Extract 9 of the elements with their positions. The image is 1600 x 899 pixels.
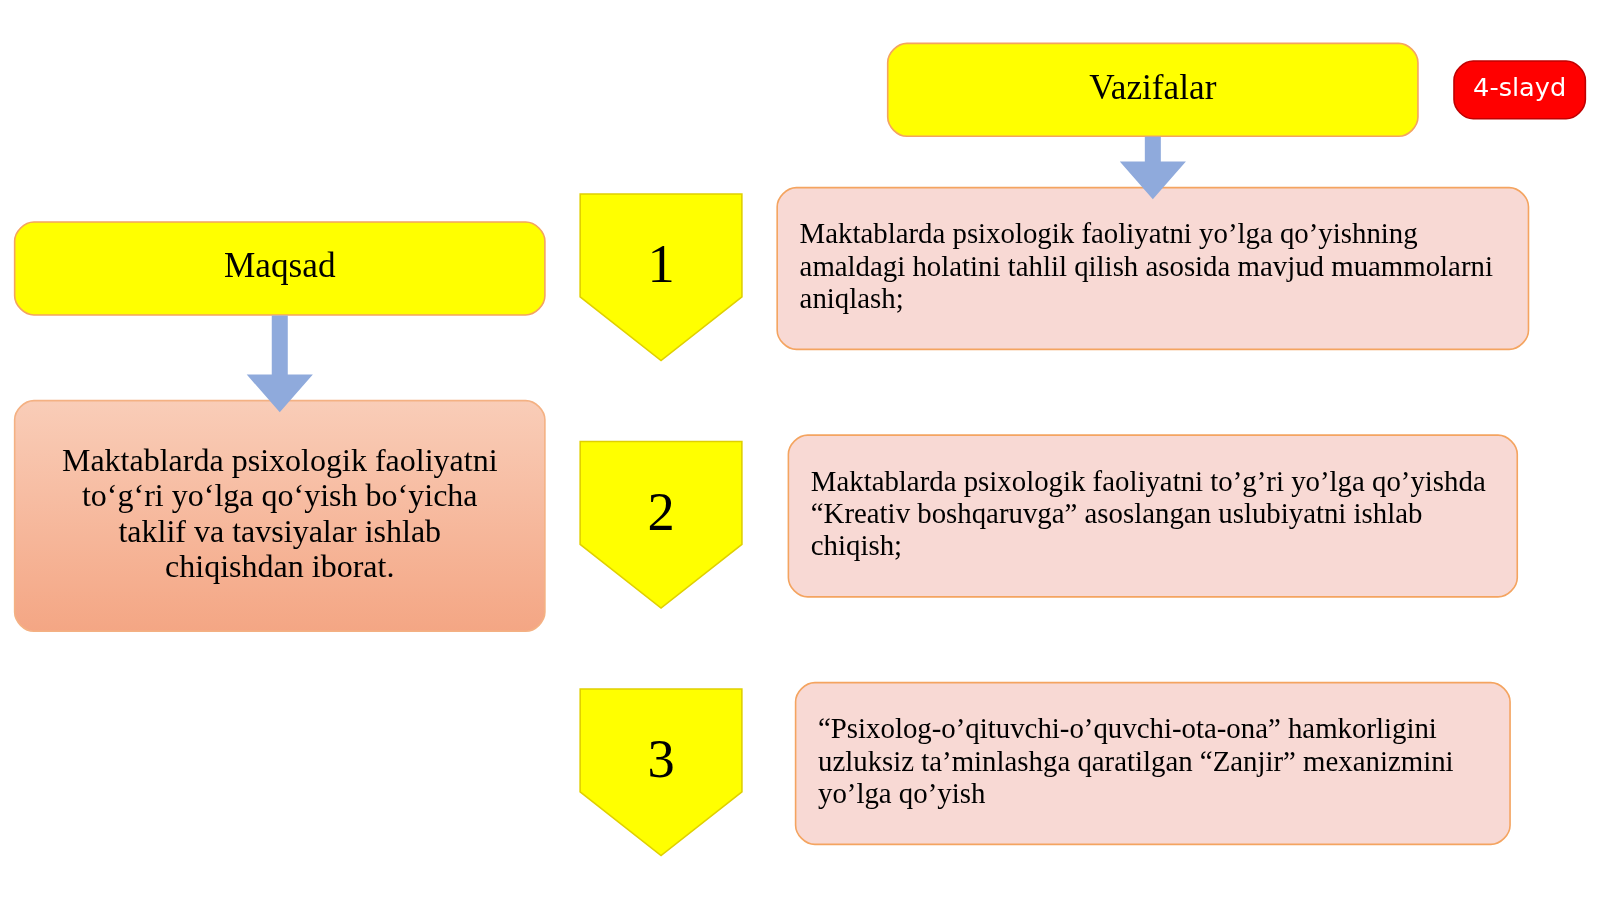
- node-box: Maktablarda psixologik faoliyatni yo’lga qo’yishning amaldagi holatini tahlil qilish asosida mavjud muammolarni aniqlash;: [776, 186, 1530, 351]
- node-box: Vazifalar: [886, 42, 1419, 138]
- arrow: [246, 315, 313, 413]
- node-box: Maktablarda psixologik faoliyatni to’g’ri yo’lga qo’yishda “Kreativ boshqaruvga” asoslangan uslubiyatni ishlab chiqish;: [787, 434, 1519, 598]
- arrow: [1119, 136, 1186, 200]
- node-box: 4-slayd: [1453, 60, 1587, 120]
- node-box: Maktablarda psixologik faoliyatni to‘g‘ri yo‘lga qo‘yish bo‘yicha taklif va tavsiyalar ishlab chiqishdan iborat.: [13, 399, 546, 633]
- node-box: Maqsad: [13, 221, 546, 316]
- node-box: “Psixolog-o’qituvchi-o’quvchi-ota-ona” hamkorligini uzluksiz ta’minlashga qaratilgan “Zanjir” mexanizmini yo’lga qo’yish: [794, 681, 1511, 846]
